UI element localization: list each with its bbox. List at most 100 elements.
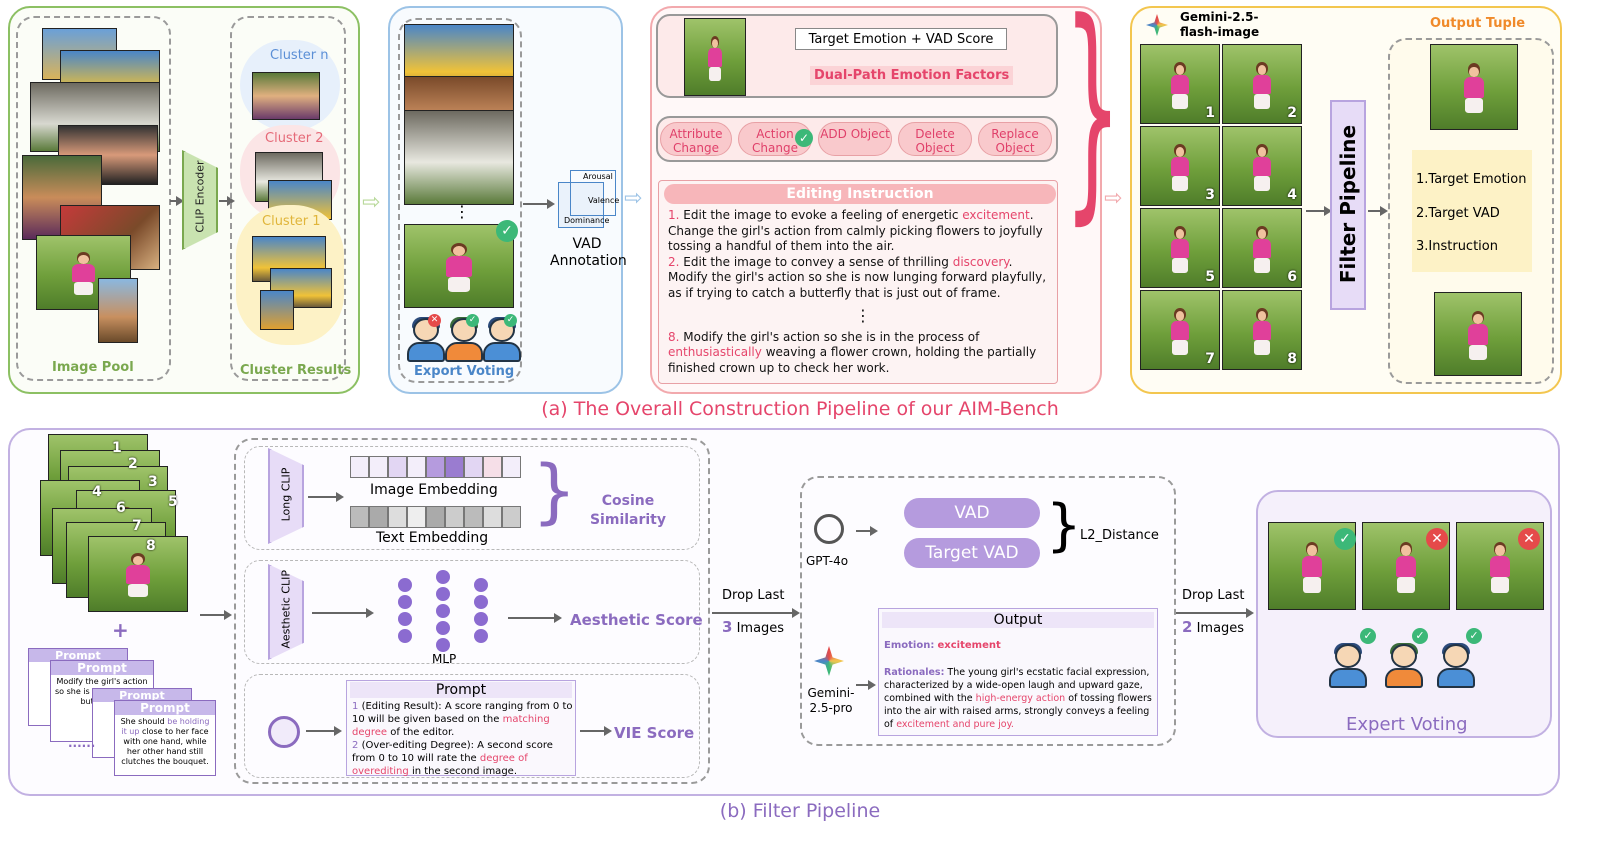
text-embedding-label: Text Embedding xyxy=(376,530,489,546)
vad-axis-valence: Valence xyxy=(588,196,620,205)
arrow-gemini-pro xyxy=(856,680,876,690)
expert-avatar-2 xyxy=(444,317,484,364)
cluster-n-photo xyxy=(252,72,320,120)
tuple-item-2: 2.Target VAD xyxy=(1416,206,1500,221)
final-photo-1 xyxy=(1268,522,1356,610)
tuple-item-1: 1.Target Emotion xyxy=(1416,172,1527,187)
stack-number: 5 xyxy=(168,494,178,510)
arrow-filter-to-tuple xyxy=(1368,206,1388,216)
arrow-drop-1 xyxy=(712,608,800,618)
stack-number: 3 xyxy=(148,474,158,490)
output-title: Output xyxy=(882,612,1154,628)
grid-photo-3: 3 xyxy=(1140,126,1220,206)
tuple-photo-bottom xyxy=(1434,292,1522,376)
tuple-item-3: 3.Instruction xyxy=(1416,239,1498,254)
mlp-node xyxy=(436,569,450,584)
embedding-cell xyxy=(445,456,464,478)
mlp-node xyxy=(398,578,412,592)
vie-row xyxy=(244,674,700,778)
embedding-cell xyxy=(426,506,445,528)
grid-number: 1 xyxy=(1205,105,1215,121)
embedding-cell xyxy=(502,506,521,528)
hollow-arrow-2: ⇨ xyxy=(624,186,643,211)
output-tuple-label: Output Tuple xyxy=(1430,16,1526,31)
grid-number: 8 xyxy=(1287,351,1297,367)
cluster-n-label: Cluster n xyxy=(270,48,329,63)
instruction-card xyxy=(658,180,1058,384)
stack-number: 6 xyxy=(116,500,126,516)
embedding-cell xyxy=(369,456,388,478)
mlp-node xyxy=(474,629,488,643)
grid-photo-8: 8 xyxy=(1222,290,1302,370)
drop-last-2-label: Drop Last xyxy=(1182,588,1245,603)
scoring-box xyxy=(234,438,710,784)
stack-number: 1 xyxy=(112,440,122,456)
grid-photo-2: 2 xyxy=(1222,44,1302,124)
filter-pipeline-box xyxy=(1330,100,1366,310)
edit-type-add: ADD Object xyxy=(818,122,892,156)
hollow-arrow-3: ⇨ xyxy=(1104,186,1123,211)
grid-photo-1: 1 xyxy=(1140,44,1220,124)
embedding-cell xyxy=(388,456,407,478)
action-check-icon: ✓ xyxy=(795,129,813,147)
mlp-node xyxy=(436,620,450,635)
stack-number: 8 xyxy=(146,538,156,554)
final-expert-3 xyxy=(1436,643,1476,690)
cluster-1-label: Cluster 1 xyxy=(262,214,321,229)
reject-icon: ✕ xyxy=(428,314,441,327)
prompt-card-4: Prompt She should be holding it up close… xyxy=(114,700,216,776)
mlp-node xyxy=(398,629,412,643)
grid-photo-7: 7 xyxy=(1140,290,1220,370)
mlp-label: MLP xyxy=(432,652,457,666)
embedding-cell xyxy=(426,456,445,478)
vote-photo-3 xyxy=(404,110,514,205)
voting-box xyxy=(398,18,522,383)
mlp-node xyxy=(436,586,450,601)
brace-embedding: } xyxy=(532,450,577,532)
arrow-drop-2 xyxy=(1176,608,1254,618)
mlp-node xyxy=(436,637,450,652)
arrow-pool-to-clip xyxy=(170,196,184,206)
stack-number: 4 xyxy=(92,484,102,500)
arrow-gpt xyxy=(856,526,878,536)
mlp-node xyxy=(436,603,450,618)
final-expert-1 xyxy=(1328,643,1368,690)
final-check-icon: ✓ xyxy=(1334,528,1356,550)
embedding-cell xyxy=(350,506,369,528)
arrow-vote-to-vad xyxy=(523,199,555,209)
target-vad-pill: Target VAD xyxy=(904,538,1040,568)
vote-photo-4 xyxy=(404,224,514,308)
embedding-cell xyxy=(464,506,483,528)
expert-voting-label: Expert Voting xyxy=(1346,714,1468,735)
aesthetic-score-label: Aesthetic Score xyxy=(570,611,703,629)
final-reject-icon-2: ✕ xyxy=(1518,528,1540,550)
mlp-node xyxy=(474,595,488,609)
final-expert-check-1: ✓ xyxy=(1360,628,1376,644)
gemini-pro-label: Gemini-2.5-pro xyxy=(807,686,855,715)
grid-number: 6 xyxy=(1287,269,1297,285)
filter-pipeline-label: Filter Pipeline xyxy=(1336,124,1360,284)
grid-number: 5 xyxy=(1205,269,1215,285)
tuple-photo-top xyxy=(1430,44,1518,130)
stack-photo-8 xyxy=(88,536,188,612)
final-expert-2 xyxy=(1384,643,1424,690)
clip-encoder-label: CLIP Encoder xyxy=(193,160,207,233)
grid-number: 3 xyxy=(1205,187,1215,203)
vad-check-box xyxy=(800,476,1176,746)
expert-avatar-1 xyxy=(406,317,446,364)
vad-annotation-label: VAD Annotation xyxy=(550,236,627,269)
grid-photo-4: 4 xyxy=(1222,126,1302,206)
brace-vad: } xyxy=(1046,493,1082,558)
vie-score-label: VIE Score xyxy=(614,724,695,742)
embedding-cell xyxy=(464,456,483,478)
vote-ellipsis: ⋮ xyxy=(454,202,470,221)
output-card xyxy=(878,608,1158,736)
final-expert-check-2: ✓ xyxy=(1412,628,1428,644)
tuple-note xyxy=(1412,150,1532,272)
caption-a: (a) The Overall Construction Pipeline of… xyxy=(541,398,1059,420)
grid-photo-5: 5 xyxy=(1140,208,1220,288)
vote-check-icon: ✓ xyxy=(496,220,518,242)
output-rationales: Rationales: The young girl's ecstatic fa… xyxy=(884,667,1152,730)
final-photo-3 xyxy=(1456,522,1544,610)
vad-axis-dominance: Dominance xyxy=(564,216,610,225)
